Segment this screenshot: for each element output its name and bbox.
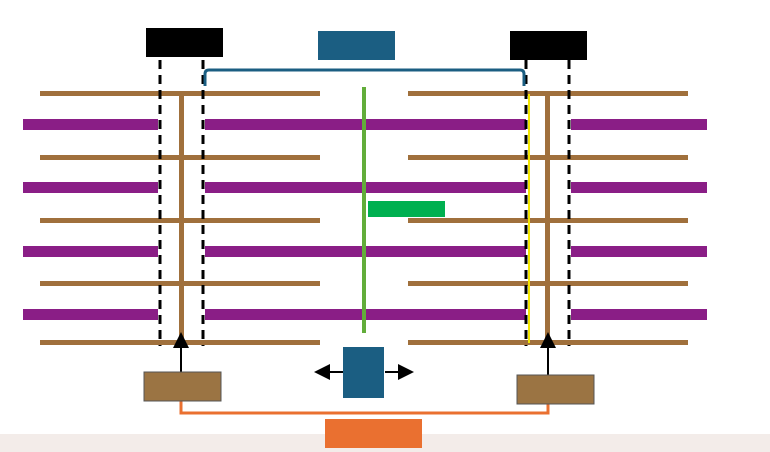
label-box-top-left-rect: [146, 28, 223, 57]
thick-filament-outer-right: [571, 246, 707, 257]
label-box-top-right-rect: [510, 31, 587, 60]
thick-filament-outer-left: [23, 246, 158, 257]
thick-filament-outer-right: [571, 309, 707, 320]
thin-filament: [40, 91, 320, 96]
label-box-top-center: [318, 31, 395, 60]
m-line: [362, 87, 366, 333]
thick-filament-outer-left: [23, 309, 158, 320]
thick-filament-outer-left: [23, 182, 158, 193]
label-box-bottom-center-rect: [343, 347, 384, 398]
label-box-bottom-left: [143, 371, 222, 402]
z-line-left: [179, 94, 184, 343]
label-box-bottom-right-rect: [516, 374, 595, 405]
label-box-top-left: [146, 28, 223, 57]
label-box-bottom-orange-rect: [325, 419, 422, 448]
thick-filament-outer-left: [23, 119, 158, 130]
z-line-right: [545, 94, 550, 343]
label-box-top-right: [510, 31, 587, 60]
bottom-orange-bracket: [179, 400, 550, 415]
thin-filament: [408, 91, 688, 96]
label-box-bottom-right: [516, 374, 595, 405]
label-box-bottom-left-rect: [143, 371, 222, 402]
dashed-boundaries: [158, 60, 571, 346]
thick-filament-outer-right: [571, 182, 707, 193]
label-box-center-green: [368, 201, 445, 217]
label-box-bottom-center: [343, 347, 384, 398]
label-box-bottom-orange: [325, 419, 422, 448]
label-box-center-green-rect: [368, 201, 445, 217]
label-box-top-center-rect: [318, 31, 395, 60]
thick-filament-outer-right: [571, 119, 707, 130]
top-blue-bracket: [203, 68, 526, 86]
